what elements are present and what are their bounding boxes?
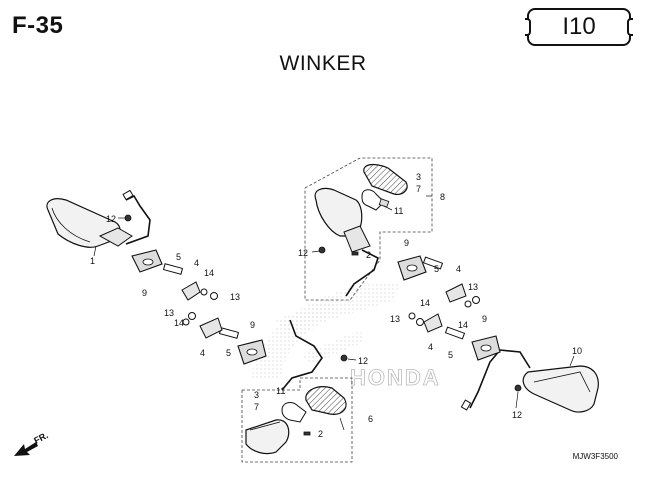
callout-4: 4: [428, 342, 433, 352]
callout-6: 6: [368, 414, 373, 424]
callout-12: 12: [298, 248, 308, 258]
callout-14: 14: [420, 298, 430, 308]
plate-left-upper: [181, 281, 201, 301]
callout-7: 7: [254, 402, 259, 412]
drawing-code: MJW3F3500: [572, 452, 618, 461]
winker-front-right: [314, 187, 379, 297]
callout-9: 9: [404, 238, 409, 248]
plate-left-lower: [199, 317, 223, 339]
section-code: I10: [562, 13, 596, 40]
bolt-right-upper: [422, 256, 444, 270]
plate-right-upper: [445, 283, 467, 303]
callout-14: 14: [458, 320, 468, 330]
winker-rear-right: [460, 349, 599, 413]
badge-notch-left: [525, 18, 531, 36]
callout-12: 12: [106, 214, 116, 224]
callout-13: 13: [390, 314, 400, 324]
callout-8: 8: [440, 192, 445, 202]
callout-2: 2: [366, 250, 371, 260]
callout-12: 12: [512, 410, 522, 420]
callout-12: 12: [358, 356, 368, 366]
callout-9: 9: [250, 320, 255, 330]
page-code: F-35: [12, 12, 64, 39]
callout-5: 5: [176, 252, 181, 262]
callout-14: 14: [174, 318, 184, 328]
callout-13: 13: [468, 282, 478, 292]
callout-4: 4: [456, 264, 461, 274]
bulb-front-right: [361, 189, 390, 211]
bolt-right-lower: [444, 326, 466, 340]
callout-13: 13: [230, 292, 240, 302]
section-badge: I10: [525, 8, 633, 46]
callout-7: 7: [416, 184, 421, 194]
callouts: 1 12 9 5 4 14 13 13 14 4 5 9 3 7 8 11 12…: [90, 172, 582, 439]
rubber-mount-right-lower: [471, 335, 501, 361]
honda-watermark-text: HONDA: [350, 365, 441, 390]
front-label-text: FR.: [32, 430, 49, 446]
rear-left-harness: [281, 319, 323, 391]
bolt-left-lower: [218, 327, 240, 339]
callout-11: 11: [276, 386, 285, 396]
callout-5: 5: [434, 264, 439, 274]
leader-lines: [93, 195, 575, 431]
lens-front-right: [363, 163, 408, 195]
callout-4: 4: [200, 348, 205, 358]
callout-5: 5: [448, 350, 453, 360]
callout-3: 3: [416, 172, 421, 182]
rubber-mount-right-upper: [397, 255, 427, 281]
winker-front-left: [46, 189, 151, 248]
rubber-mount-left-lower: [237, 339, 267, 365]
callout-13: 13: [164, 308, 174, 318]
callout-14: 14: [204, 268, 214, 278]
plate-right-lower: [423, 313, 443, 333]
bolt-left-upper: [162, 263, 184, 275]
callout-1: 1: [90, 256, 95, 266]
assembly-box-front-right: [304, 157, 433, 301]
callout-11: 11: [394, 206, 403, 216]
diagram-title: WINKER: [279, 52, 367, 75]
callout-5: 5: [226, 348, 231, 358]
front-direction-indicator: FR.: [12, 430, 60, 465]
callout-10: 10: [572, 346, 582, 356]
bulb-rear-left: [281, 402, 307, 423]
screw-set: [124, 214, 522, 436]
badge-notch-right: [627, 18, 633, 36]
assembly-box-rear-left: [241, 377, 353, 463]
front-arrow-icon: FR.: [14, 430, 50, 456]
callout-4: 4: [194, 258, 199, 268]
winker-rear-left: [245, 419, 290, 455]
callout-3: 3: [254, 390, 259, 400]
callout-2: 2: [318, 429, 323, 439]
callout-9: 9: [482, 314, 487, 324]
rubber-mount-left-upper: [131, 249, 163, 273]
callout-9: 9: [142, 288, 147, 298]
lens-rear-left: [305, 386, 347, 415]
nut-washer-set: [182, 288, 480, 326]
